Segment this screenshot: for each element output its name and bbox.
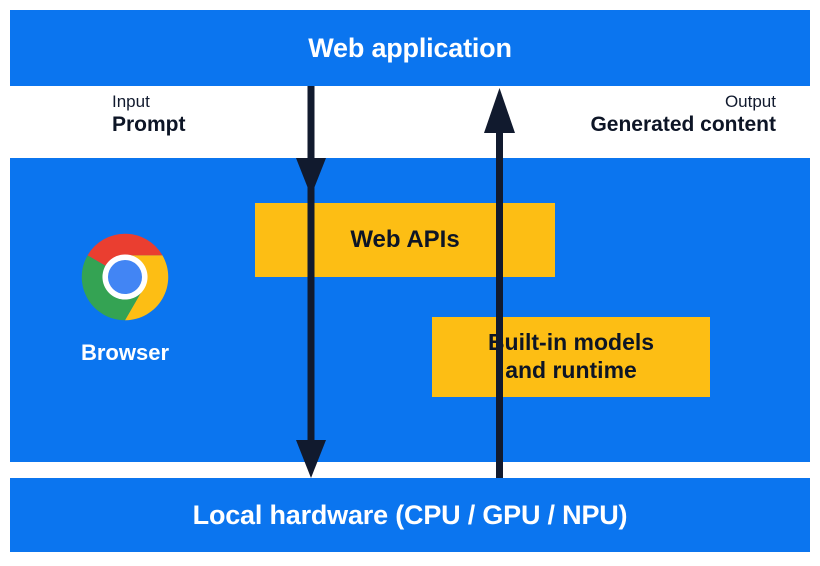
flow-input-kicker: Input <box>112 92 150 111</box>
band-web-application-label: Web application <box>308 32 512 63</box>
box-web-apis: Web APIs <box>255 203 555 277</box>
flow-arrow-output-head <box>484 88 515 133</box>
band-web-application: Web application <box>10 10 810 86</box>
flow-input-value: Prompt <box>112 113 186 137</box>
box-web-apis-label: Web APIs <box>350 226 460 253</box>
browser-label: Browser <box>80 340 170 365</box>
box-built-in-models-line2: and runtime <box>505 357 637 383</box>
flow-output-kicker: Output <box>724 92 776 111</box>
box-built-in-models-label: Built-in models and runtime <box>488 329 654 384</box>
band-local-hardware-label: Local hardware (CPU / GPU / NPU) <box>192 499 628 530</box>
band-local-hardware: Local hardware (CPU / GPU / NPU) <box>10 478 810 552</box>
flow-input-label: Input Prompt <box>112 92 186 138</box>
flow-output-label: Output Generated content <box>590 92 776 138</box>
box-built-in-models-line1: Built-in models <box>487 329 655 356</box>
box-built-in-models: Built-in models and runtime <box>432 317 710 397</box>
flow-output-value: Generated content <box>590 113 776 137</box>
chrome-logo-icon <box>81 233 169 321</box>
